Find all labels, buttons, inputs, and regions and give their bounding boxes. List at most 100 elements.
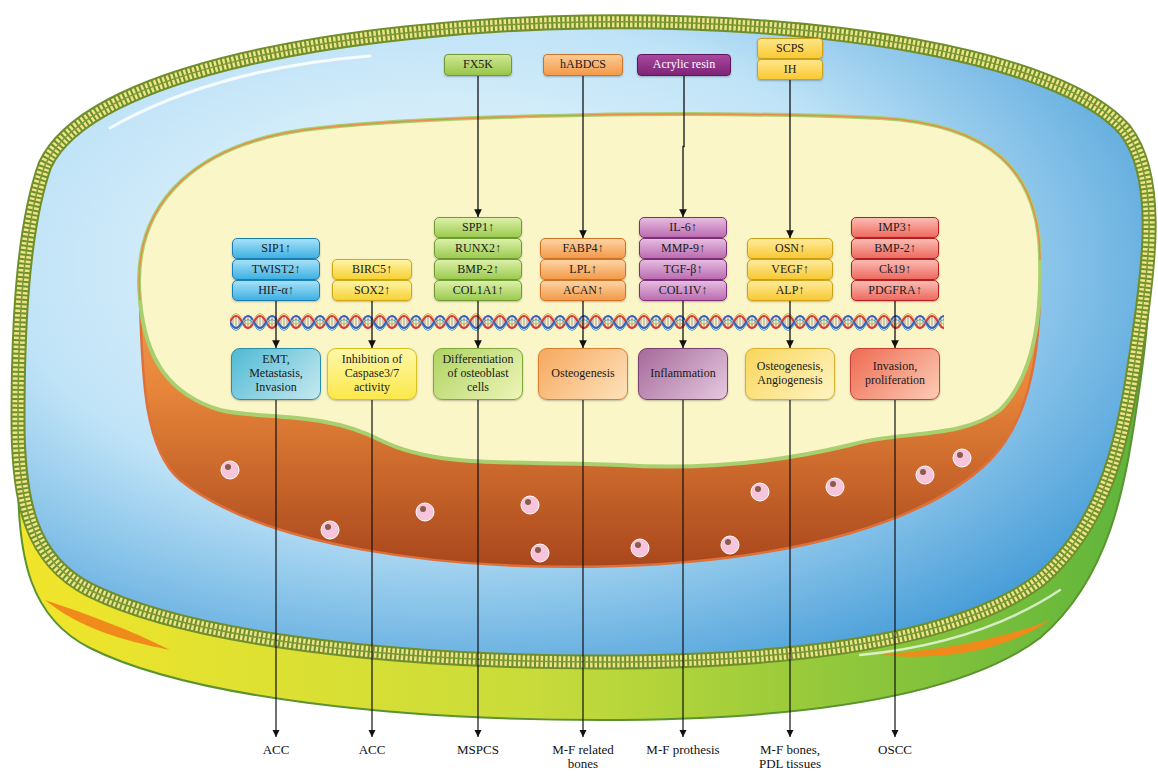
node-text: TGF-β↑ [664, 263, 703, 277]
gene-box: IMP3↑ [851, 217, 939, 238]
stimulus-box: Acrylic resin [637, 54, 731, 76]
node-text: Ck19↑ [879, 263, 911, 277]
leader-arrow [477, 398, 478, 737]
nucleolus [953, 449, 971, 467]
gene-box: Ck19↑ [851, 259, 939, 280]
nucleus-face [139, 114, 1040, 466]
target-label: M-F prothesis [633, 743, 733, 757]
arrow-connector [371, 301, 372, 348]
node-text: IMP3↑ [878, 221, 911, 235]
node-text: SIP1↑ [261, 242, 290, 256]
gene-box: SPP1↑ [434, 217, 522, 238]
node-text: SPP1↑ [462, 221, 494, 235]
node-text: IH [784, 63, 797, 77]
arrow-connector [789, 301, 790, 348]
leader-arrow [789, 398, 790, 737]
gene-box: COL1IV↑ [639, 280, 727, 301]
node-text: PDGFRA↑ [868, 284, 921, 298]
arrow-connector [477, 76, 478, 217]
nucleus-rim [139, 114, 1040, 300]
gene-box: ALP↑ [747, 280, 833, 301]
leader-arrow [371, 398, 372, 737]
nucleolus [531, 544, 549, 562]
gene-box: BIRC5↑ [332, 259, 412, 280]
nucleolus-core [920, 469, 926, 475]
target-label: ACC [342, 743, 402, 757]
target-label: M-F bones, PDL tissues [751, 743, 829, 772]
dna-helix [230, 307, 944, 337]
outcome-box: Differentiation of osteoblast cells [433, 348, 523, 400]
gene-box: PDGFRA↑ [851, 280, 939, 301]
arrow-connector [275, 301, 276, 348]
gene-box: LPL↑ [540, 259, 626, 280]
nucleolus-core [325, 524, 331, 530]
stimulus-box: FX5K [444, 54, 512, 76]
leader-arrow [682, 398, 683, 737]
node-text: VEGF↑ [771, 263, 808, 277]
outcome-box: Invasion, proliferation [850, 348, 940, 400]
nucleolus-core [635, 542, 641, 548]
node-text: SCPS [776, 42, 804, 56]
arrow-connector [894, 301, 895, 348]
nucleolus-core [525, 499, 531, 505]
gene-box: SOX2↑ [332, 280, 412, 301]
node-text: SOX2↑ [354, 284, 390, 298]
gene-box: HIF-α↑ [232, 280, 320, 301]
outcome-box: Osteogenesis [538, 348, 628, 400]
gene-box: COL1A1↑ [434, 280, 522, 301]
node-text: BIRC5↑ [352, 263, 392, 277]
nucleolus [416, 503, 434, 521]
outcome-box: EMT, Metastasis, Invasion [231, 348, 321, 400]
nucleolus [916, 466, 934, 484]
arrow-connector [477, 301, 478, 348]
target-label: ACC [246, 743, 306, 757]
arrow-connector [582, 76, 583, 238]
leader-arrow [275, 398, 276, 737]
leader-arrow [582, 398, 583, 737]
node-text: hABDCS [560, 58, 606, 72]
nucleolus [721, 536, 739, 554]
gene-box: TGF-β↑ [639, 259, 727, 280]
nucleus-body [139, 114, 1040, 567]
nucleolus [221, 461, 239, 479]
nucleolus-core [755, 486, 761, 492]
membrane-highlight [110, 56, 370, 128]
stimulus-box: hABDCS [543, 54, 623, 76]
node-text: HIF-α↑ [258, 284, 294, 298]
outcome-box: Osteogenesis, Angiogenesis [745, 348, 835, 400]
node-text: ACAN↑ [563, 284, 603, 298]
nucleolus-core [830, 481, 836, 487]
nucleolus [521, 496, 539, 514]
node-text: FABP4↑ [562, 242, 603, 256]
nucleolus-core [725, 539, 731, 545]
gene-box: ACAN↑ [540, 280, 626, 301]
outcome-box: Inflammation [638, 348, 728, 400]
nucleolus-core [225, 464, 231, 470]
leader-arrow [894, 398, 895, 737]
nucleoli [221, 449, 971, 562]
target-label: M-F related bones [543, 743, 623, 772]
gene-box: TWIST2↑ [232, 259, 320, 280]
arrow-connector [789, 80, 790, 238]
gene-box: OSN↑ [747, 238, 833, 259]
gene-box: BMP-2↑ [434, 259, 522, 280]
node-text: EMT, Metastasis, Invasion [236, 353, 316, 394]
node-text: Inflammation [650, 367, 715, 381]
arrow-connector [683, 76, 684, 217]
node-text: Osteogenesis [551, 367, 614, 381]
node-text: TWIST2↑ [252, 263, 301, 277]
outcome-box: Inhibition of Caspase3/7 activity [327, 348, 417, 400]
node-text: Inhibition of Caspase3/7 activity [332, 353, 412, 394]
node-text: Osteogenesis, Angiogenesis [750, 360, 830, 388]
node-text: Differentiation of osteoblast cells [438, 353, 518, 394]
membrane-highlight [860, 590, 1060, 655]
node-text: COL1IV↑ [659, 284, 708, 298]
nucleolus-core [957, 452, 963, 458]
nucleolus [751, 483, 769, 501]
node-text: Invasion, proliferation [855, 360, 935, 388]
stimulus-box: SCPS [757, 38, 823, 59]
node-text: MMP-9↑ [661, 242, 705, 256]
arrow-connector [682, 301, 683, 348]
